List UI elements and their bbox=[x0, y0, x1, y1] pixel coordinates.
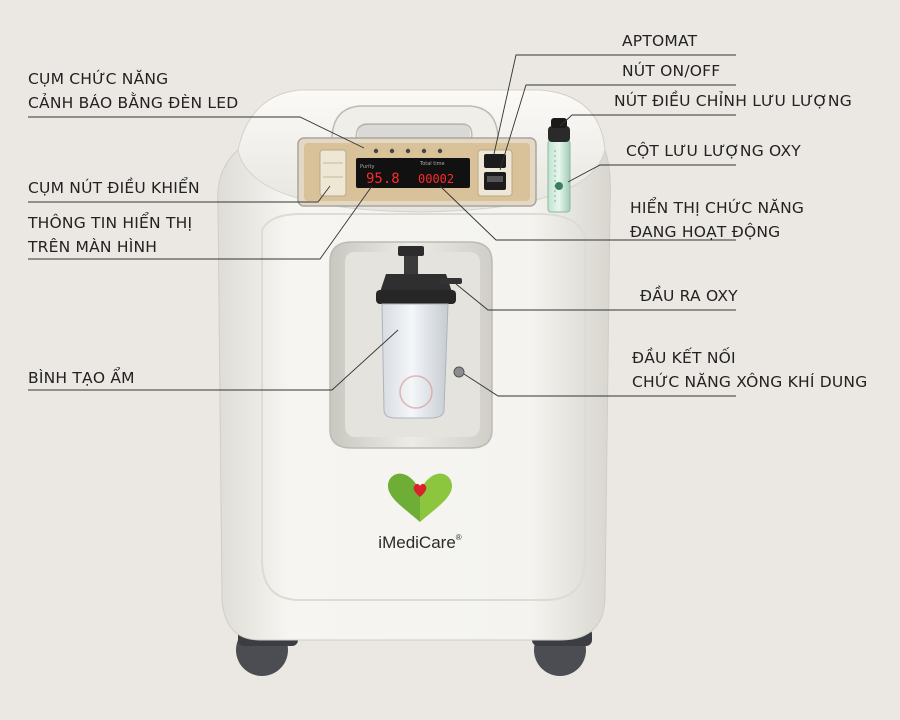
lcd-readout: Purity 95.8 Total time 00002 bbox=[360, 161, 454, 187]
heart-icon bbox=[413, 483, 427, 497]
label-oxygen-outlet: ĐẦU RA OXY bbox=[640, 287, 738, 305]
svg-text:Total time: Total time bbox=[419, 161, 445, 167]
label-on-off: NÚT ON/OFF bbox=[622, 62, 721, 80]
humidifier-bottle bbox=[376, 246, 462, 419]
label-led-cluster: CỤM CHỨC NĂNG CẢNH BÁO BẰNG ĐÈN LED bbox=[28, 70, 239, 112]
control-panel bbox=[297, 137, 537, 207]
purity-value: 95.8 bbox=[366, 171, 400, 187]
label-flow-column: CỘT LƯU LƯỢNG OXY bbox=[626, 142, 801, 160]
switch-cluster bbox=[477, 149, 513, 197]
timer-value: 00002 bbox=[418, 172, 454, 186]
svg-text:iMediCare®: iMediCare® bbox=[378, 533, 461, 552]
brand-logo: iMediCare® bbox=[378, 473, 462, 552]
flow-meter bbox=[547, 118, 571, 213]
label-humidifier: BÌNH TẠO ẨM bbox=[28, 369, 135, 387]
leader-lines bbox=[28, 54, 736, 397]
label-flow-knob: NÚT ĐIỀU CHỈNH LƯU LƯỢNG bbox=[614, 92, 852, 110]
label-control-buttons: CỤM NÚT ĐIỀU KHIỂN bbox=[28, 179, 200, 197]
label-screen-info: THÔNG TIN HIỂN THỊ TRÊN MÀN HÌNH bbox=[28, 214, 193, 256]
svg-text:Purity: Purity bbox=[360, 164, 375, 170]
label-aptomat: APTOMAT bbox=[622, 32, 698, 50]
label-active-function: HIỂN THỊ CHỨC NĂNG ĐANG HOẠT ĐỘNG bbox=[630, 199, 805, 241]
label-nebulizer: ĐẦU KẾT NỐI CHỨC NĂNG XÔNG KHÍ DUNG bbox=[632, 349, 868, 391]
